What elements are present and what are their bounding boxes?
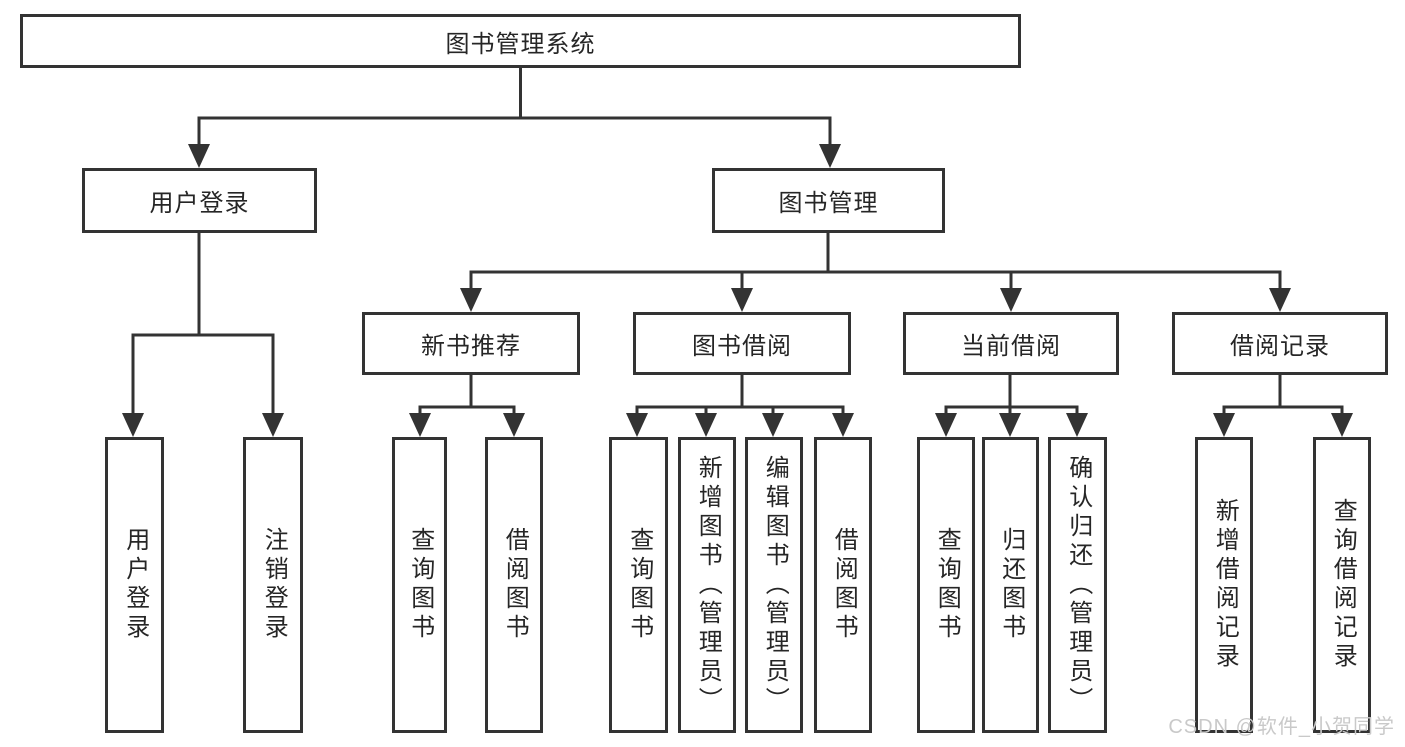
leaf-user-login: 用户登录 xyxy=(105,437,164,733)
leaf-edit-book-admin: 编辑图书（管理员） xyxy=(745,437,803,733)
leaf-confirm-return-admin: 确认归还（管理员） xyxy=(1048,437,1107,733)
watermark-text: CSDN @软件_小贺同学 xyxy=(1168,716,1395,738)
node-book-management-label: 图书管理 xyxy=(778,190,879,217)
leaf-borrow-books-2: 借阅图书 xyxy=(814,437,872,733)
node-book-borrow-label: 图书借阅 xyxy=(692,333,792,360)
leaf-add-book-admin: 新增图书（管理员） xyxy=(678,437,736,733)
leaf-borrow-books-1: 借阅图书 xyxy=(485,437,543,733)
node-user-login: 用户登录 xyxy=(82,168,317,233)
leaf-query-borrow-record: 查询借阅记录 xyxy=(1313,437,1371,733)
leaf-add-borrow-record-label: 新增借阅记录 xyxy=(1211,498,1239,672)
node-new-book-recommend: 新书推荐 xyxy=(362,312,580,375)
leaf-edit-book-admin-label: 编辑图书（管理员） xyxy=(761,454,789,716)
node-book-borrow: 图书借阅 xyxy=(633,312,851,375)
node-current-borrow: 当前借阅 xyxy=(903,312,1119,375)
node-new-book-recommend-label: 新书推荐 xyxy=(421,333,521,360)
leaf-borrow-books-1-label: 借阅图书 xyxy=(501,527,529,643)
leaf-query-books-1: 查询图书 xyxy=(392,437,447,733)
leaf-add-borrow-record: 新增借阅记录 xyxy=(1195,437,1253,733)
leaf-confirm-return-admin-label: 确认归还（管理员） xyxy=(1064,454,1092,716)
leaf-return-book-label: 归还图书 xyxy=(997,527,1025,643)
leaf-query-books-2: 查询图书 xyxy=(609,437,668,733)
node-book-management: 图书管理 xyxy=(712,168,945,233)
leaf-query-books-3: 查询图书 xyxy=(917,437,975,733)
node-root-system: 图书管理系统 xyxy=(20,14,1021,68)
leaf-borrow-books-2-label: 借阅图书 xyxy=(830,527,858,643)
node-current-borrow-label: 当前借阅 xyxy=(961,333,1061,360)
leaf-query-books-3-label: 查询图书 xyxy=(933,527,961,643)
leaf-add-book-admin-label: 新增图书（管理员） xyxy=(694,454,722,716)
leaf-logout-label: 注销登录 xyxy=(260,527,288,643)
leaf-query-borrow-record-label: 查询借阅记录 xyxy=(1329,498,1357,672)
leaf-query-books-1-label: 查询图书 xyxy=(406,527,434,643)
leaf-user-login-label: 用户登录 xyxy=(121,527,149,643)
arrowhead-icons xyxy=(122,144,1353,437)
node-borrow-records-label: 借阅记录 xyxy=(1230,333,1330,360)
leaf-query-books-2-label: 查询图书 xyxy=(625,527,653,643)
node-borrow-records: 借阅记录 xyxy=(1172,312,1388,375)
node-root-system-label: 图书管理系统 xyxy=(445,30,596,58)
leaf-logout: 注销登录 xyxy=(243,437,303,733)
leaf-return-book: 归还图书 xyxy=(982,437,1039,733)
node-user-login-label: 用户登录 xyxy=(149,190,250,217)
